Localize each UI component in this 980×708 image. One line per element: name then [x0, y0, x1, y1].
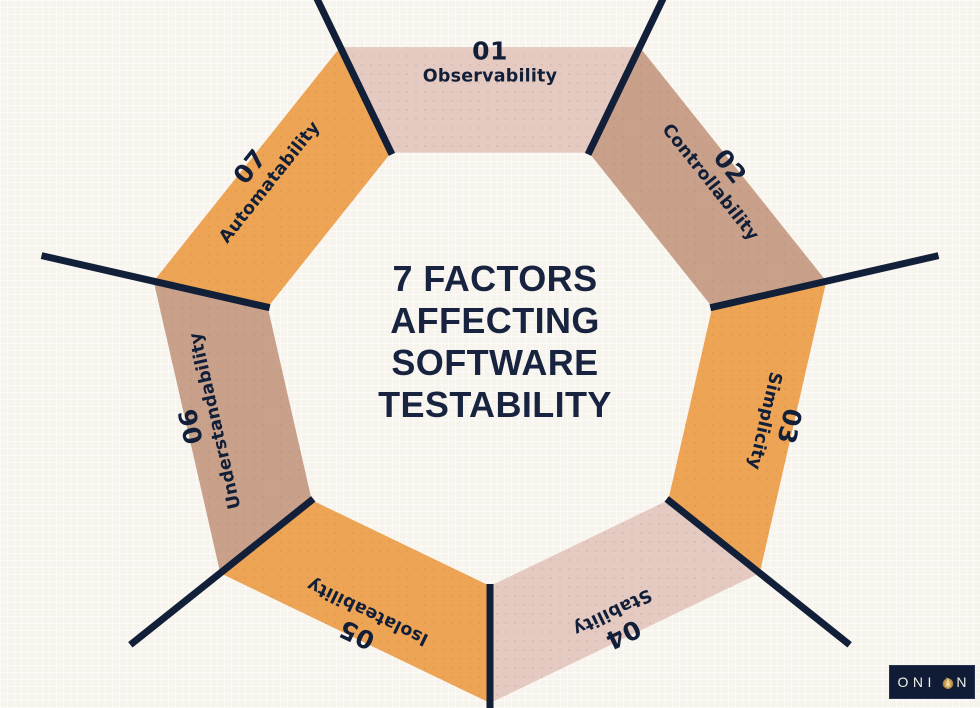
- segment-texture: [668, 281, 827, 574]
- segment-texture: [153, 281, 312, 574]
- brand-logo[interactable]: ONI N: [889, 665, 975, 699]
- segment-texture: [153, 47, 392, 308]
- segment-divider: [40, 252, 271, 312]
- brand-logo-text-after: N: [956, 674, 971, 690]
- segment-number: 01: [472, 37, 508, 66]
- segments-group: [153, 47, 827, 703]
- segment-texture: [490, 500, 760, 703]
- segment-divider: [313, 0, 396, 156]
- dividers-group: [40, 0, 940, 708]
- brand-logo-text-before: ONI: [897, 674, 936, 690]
- segment-texture: [588, 47, 827, 308]
- segment-divider: [709, 252, 940, 312]
- onion-icon: [937, 676, 954, 690]
- segment-title: Observability: [423, 67, 558, 87]
- segment-divider: [128, 496, 316, 648]
- segment-divider: [584, 0, 667, 156]
- segment-texture: [220, 500, 491, 703]
- segment-texture: [340, 47, 640, 153]
- brand-logo-text: ONI N: [893, 674, 971, 690]
- segment-divider: [664, 496, 852, 648]
